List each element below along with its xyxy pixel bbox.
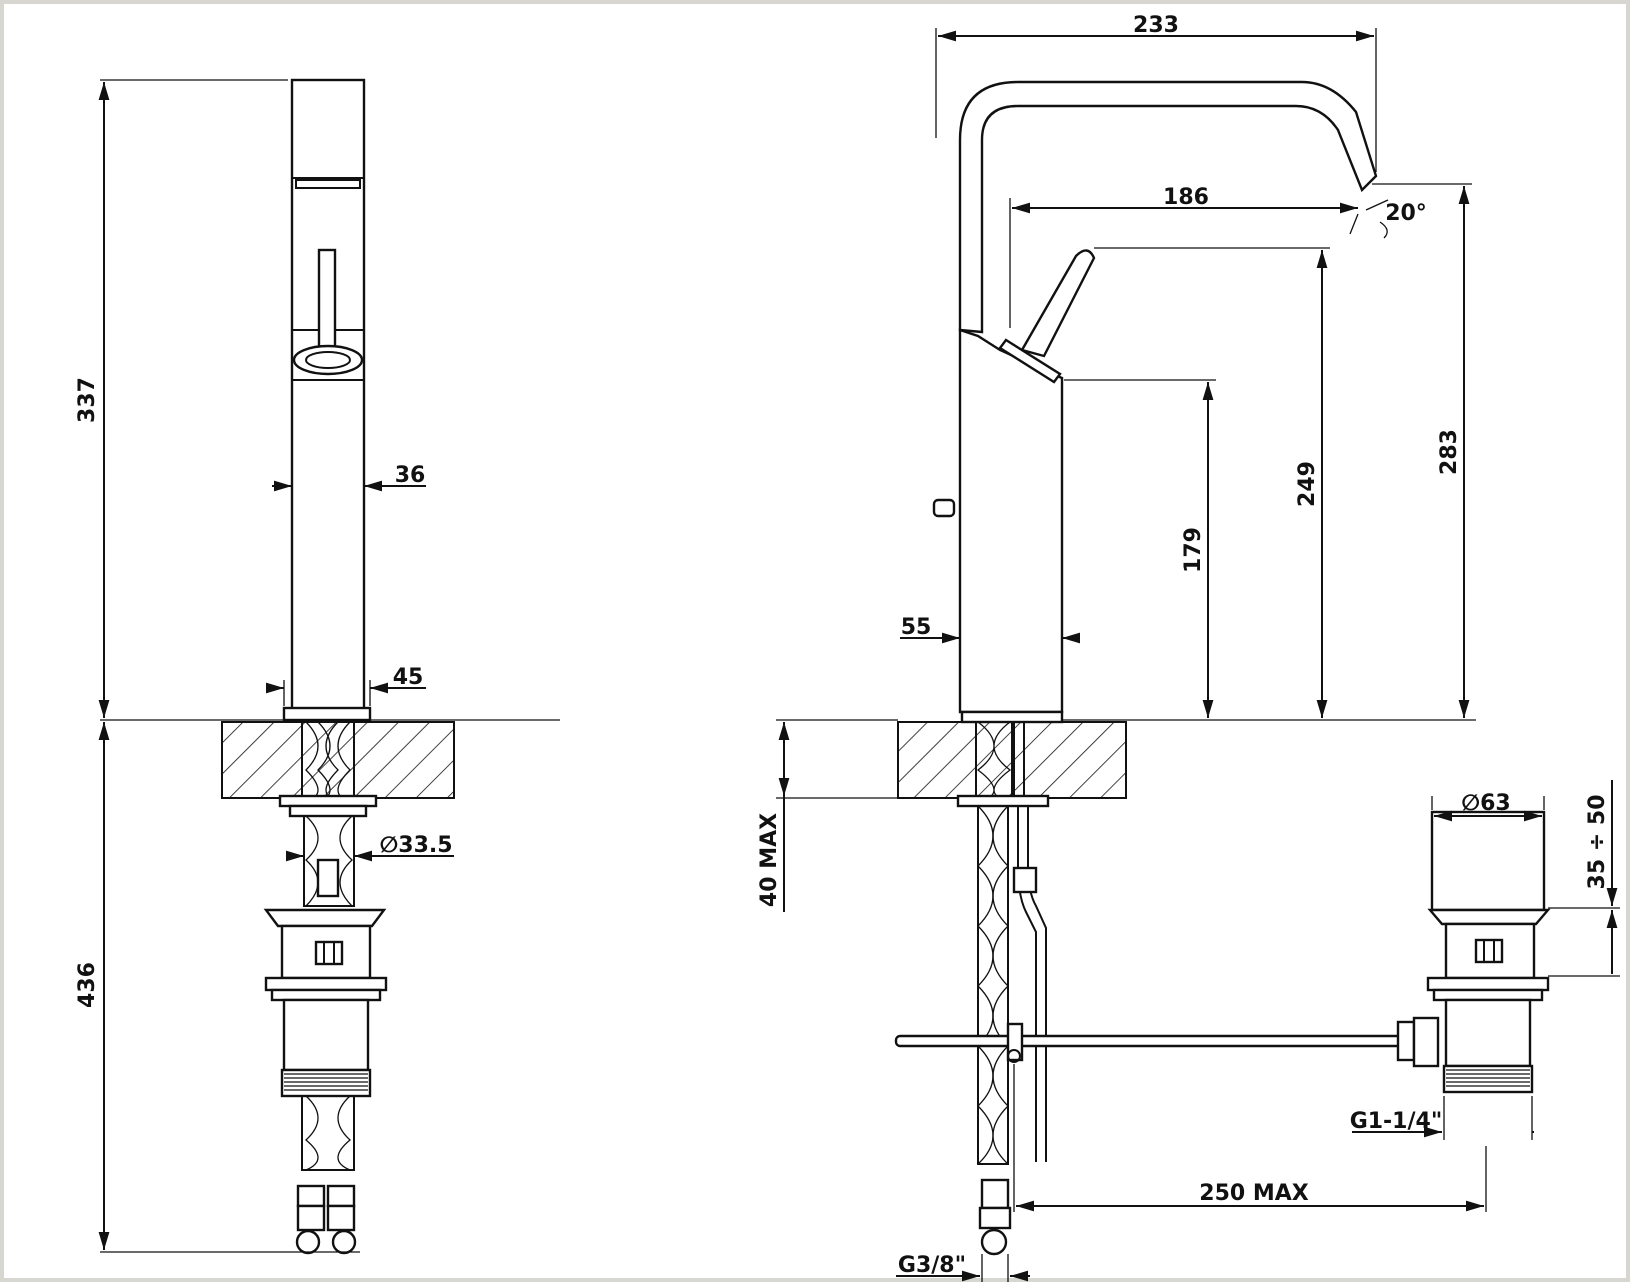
dim-angle-20: 20° [1385,201,1427,226]
dim-55: 55 [901,615,932,640]
dim-35-50: 35 ÷ 50 [1585,795,1610,890]
front-hose-connectors [295,1184,357,1255]
side-popup-waste [1426,810,1551,1094]
dim-250-max: 250 MAX [1199,1181,1309,1206]
dim-249: 249 [1295,461,1320,507]
side-view: 233 186 20° 283 249 179 55 40 MAX [757,13,1620,1282]
side-rear-pin [932,498,956,518]
side-braided-hose [977,805,1009,1165]
side-lever [1020,249,1096,358]
front-faucet-body [290,78,366,712]
dim-436: 436 [75,962,100,1008]
front-counter-block [221,721,455,799]
dim-40-max: 40 MAX [757,813,782,907]
front-lever-base [292,344,364,376]
dim-186: 186 [1163,185,1209,210]
side-drain-rod [894,1016,1440,1068]
front-view: 337 436 36 45 ∅33.5 [75,78,560,1255]
dim-dia-63: ∅63 [1461,791,1510,816]
dim-179: 179 [1181,527,1206,573]
front-lever [317,248,337,362]
side-spout [958,80,1378,334]
dim-337: 337 [75,377,100,423]
dim-45: 45 [393,665,424,690]
dim-dia-33-5: ∅33.5 [379,833,452,858]
dim-233: 233 [1133,13,1179,38]
front-popup-waste [263,908,388,1098]
dim-36: 36 [395,463,426,488]
dim-283: 283 [1437,429,1462,475]
dim-thread-g3-8: G3/8" [898,1253,966,1278]
dim-thread-g1-1-4: G1-1/4" [1350,1109,1443,1134]
side-faucet-body [958,328,1064,714]
